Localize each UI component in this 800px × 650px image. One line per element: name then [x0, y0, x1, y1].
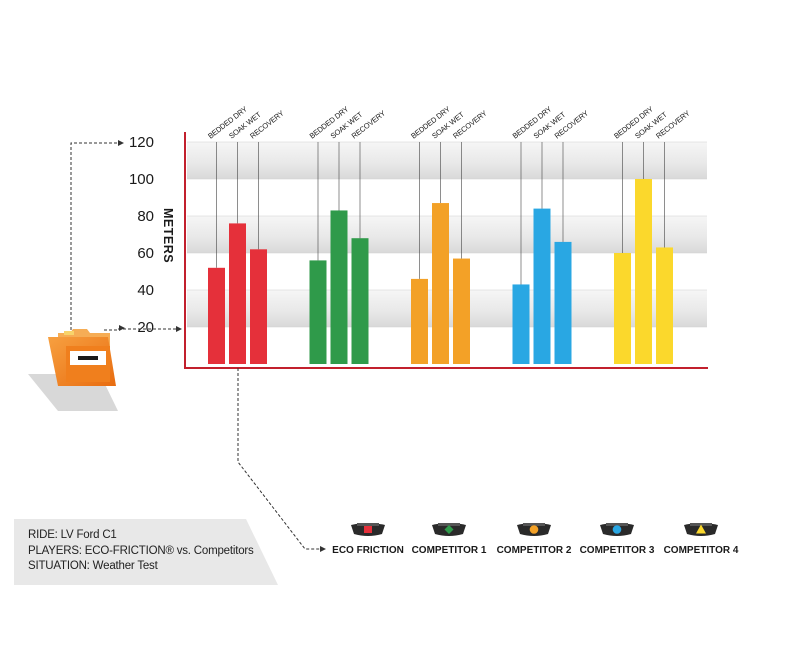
bar — [614, 253, 631, 364]
bar — [635, 179, 652, 364]
y-tick-label: 80 — [137, 208, 154, 225]
y-tick-label: 40 — [137, 282, 154, 299]
bar — [309, 260, 327, 364]
legend-item: COMPETITOR 3 — [580, 523, 655, 556]
circle-icon — [612, 525, 622, 534]
y-tick-label: 100 — [129, 171, 154, 188]
info-panel-background — [14, 519, 278, 585]
bar — [351, 238, 369, 364]
bar — [229, 223, 246, 364]
info-panel: RIDE: LV Ford C1 PLAYERS: ECO-FRICTION® … — [14, 519, 278, 585]
bar — [656, 247, 673, 364]
legend-label: COMPETITOR 1 — [412, 545, 487, 556]
legend-label: COMPETITOR 4 — [664, 545, 739, 556]
y-tick-labels: 20 40 60 80 100 120 — [129, 134, 154, 336]
grid-band — [187, 142, 707, 179]
bars — [208, 179, 673, 364]
info-ride: RIDE: LV Ford C1 — [28, 529, 117, 541]
circle-icon — [529, 525, 539, 534]
caliper-top — [523, 523, 545, 526]
legend-label: COMPETITOR 3 — [580, 545, 655, 556]
y-tick-label: 120 — [129, 134, 154, 151]
caliper-top — [606, 523, 628, 526]
square-icon — [364, 526, 372, 533]
legend-label: ECO FRICTION — [332, 545, 404, 556]
bar — [512, 284, 530, 364]
legend-item: COMPETITOR 1 — [412, 523, 487, 556]
y-tick-label: 60 — [137, 245, 154, 262]
y-tick-label: 20 — [137, 319, 154, 336]
y-axis-label: METERS — [161, 208, 175, 263]
caliper-top — [357, 523, 379, 526]
bar — [330, 210, 348, 364]
bar — [250, 249, 267, 364]
folder-icon — [28, 329, 118, 411]
connector-lines — [70, 142, 322, 550]
diamond-icon — [444, 525, 454, 534]
legend-item: ECO FRICTION — [332, 523, 404, 556]
triangle-icon — [696, 524, 706, 534]
bar — [208, 267, 225, 364]
bar — [453, 258, 470, 364]
legend: ECO FRICTION COMPETITOR 1 COMPETITOR 2 COMP… — [332, 523, 739, 556]
bar — [554, 241, 572, 364]
legend-item: COMPETITOR 2 — [497, 523, 572, 556]
bar — [432, 203, 449, 364]
info-players: PLAYERS: ECO-FRICTION® vs. Competitors — [28, 544, 254, 557]
bar — [533, 208, 551, 364]
bar — [411, 278, 428, 364]
connector-arrows — [118, 140, 326, 552]
caliper-top — [438, 523, 460, 526]
info-situation: SITUATION: Weather Test — [28, 560, 158, 572]
legend-label: COMPETITOR 2 — [497, 545, 572, 556]
legend-item: COMPETITOR 4 — [664, 523, 739, 556]
